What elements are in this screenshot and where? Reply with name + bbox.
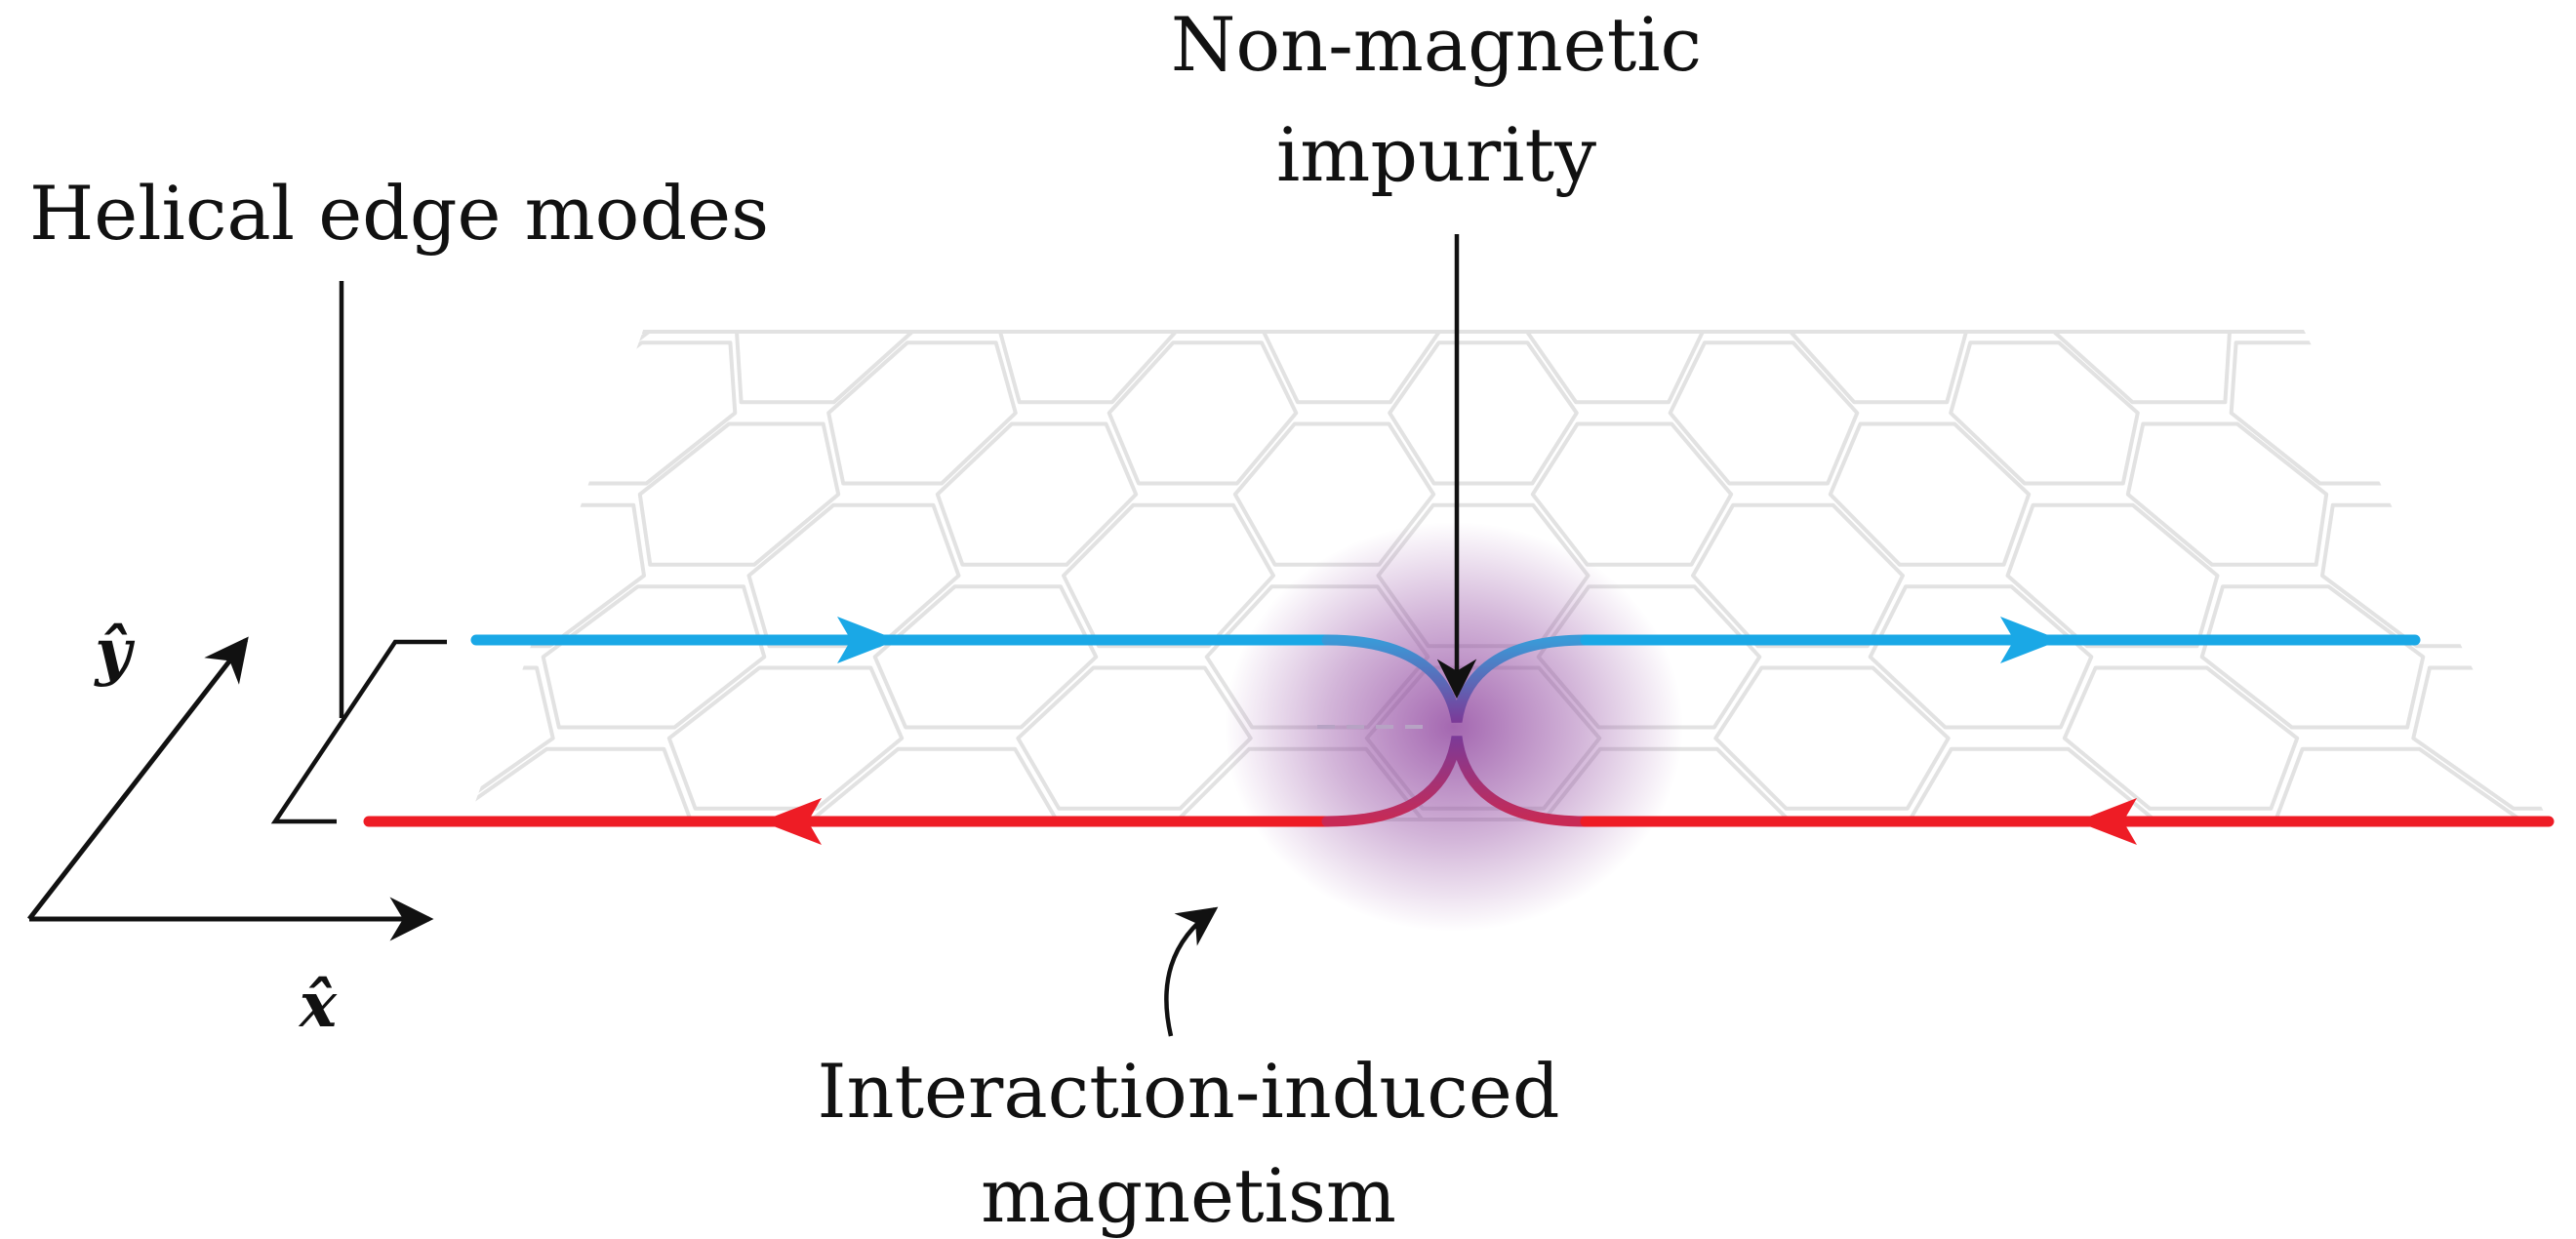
lattice-hexagon xyxy=(545,340,738,486)
lattice-hexagon xyxy=(2229,340,2421,486)
lattice-hexagon xyxy=(2052,330,2232,405)
y-axis-label: ŷ xyxy=(93,616,135,689)
lattice-hexagon xyxy=(1062,502,1275,649)
lattice-hexagon xyxy=(1262,330,1441,405)
impurity-label-line1: Non-magnetic xyxy=(1171,1,1702,88)
lattice-hexagon xyxy=(2062,665,2300,811)
lattice-hexagon xyxy=(468,502,646,649)
lattice-hexagon xyxy=(2500,340,2549,486)
lattice-hexagon xyxy=(468,746,693,821)
bracket-shape xyxy=(270,639,447,824)
helical-edge-modes-label: Helical edge modes xyxy=(29,170,769,257)
lattice-hexagon xyxy=(2125,421,2329,567)
lattice-hexagon xyxy=(2274,746,2522,821)
lower-mode-curve xyxy=(1321,736,1591,827)
arrowhead-left-icon xyxy=(2076,798,2137,845)
coordinate-axes: x̂ ŷ xyxy=(27,616,434,1042)
lattice-hexagon xyxy=(935,421,1139,567)
lattice-hexagon xyxy=(253,342,464,483)
lattice-hexagon xyxy=(826,340,1018,486)
upper-edge-mode xyxy=(470,617,2421,723)
lattice-hexagon xyxy=(110,505,334,646)
lattice-hexagon xyxy=(1016,665,1253,811)
lattice-hexagon xyxy=(2315,330,2506,405)
lattice-hexagon xyxy=(2531,584,2549,730)
lattice-hexagon xyxy=(1668,340,1860,486)
lattice-hexagon xyxy=(1828,421,2032,567)
lattice-hexagon xyxy=(1868,584,2094,730)
lattice-hexagon xyxy=(2411,665,2549,811)
lattice-hexagon xyxy=(1949,340,2140,486)
lattice-hexagon xyxy=(872,584,1099,730)
lattice-hexagon xyxy=(212,586,433,727)
lattice-hexagon xyxy=(1530,421,1734,567)
lattice-hexagon xyxy=(1107,340,1299,486)
magnetism-pointer-arrow xyxy=(1164,906,1219,1037)
lattice-hexagon xyxy=(735,330,914,405)
magnetism-cloud xyxy=(1225,522,1683,932)
lattice-hexagon xyxy=(541,584,767,730)
lattice-hexagon xyxy=(468,330,651,405)
magnetism-label-line2: magnetism xyxy=(981,1152,1396,1239)
lattice-hexagon xyxy=(1713,665,1951,811)
arrowhead-right-icon xyxy=(837,617,898,663)
magnetism-label-line1: Interaction-induced xyxy=(818,1048,1560,1135)
impurity-label-line2: impurity xyxy=(1276,111,1596,198)
lattice-hexagon xyxy=(468,665,555,811)
arrowhead-right-icon xyxy=(2000,617,2061,663)
lattice-hexagon xyxy=(1388,340,1579,486)
lattice-hexagon xyxy=(1691,502,1905,649)
lattice-hexagon xyxy=(2320,502,2534,649)
y-axis-arrow xyxy=(27,636,249,921)
lattice-hexagon xyxy=(637,421,841,567)
arrowhead-left-icon xyxy=(761,798,822,845)
lattice-hexagon xyxy=(2423,421,2549,567)
upper-mode-curve xyxy=(1321,634,1591,723)
lower-edge-mode xyxy=(363,736,2555,845)
lattice-hexagon xyxy=(0,668,204,809)
edge-bracket xyxy=(270,281,447,824)
x-axis-label: x̂ xyxy=(298,969,338,1042)
lattice-hexagon xyxy=(2199,584,2426,730)
lattice-hexagon xyxy=(1525,330,1705,405)
lattice-hexagon xyxy=(666,665,905,811)
lattice-hexagon xyxy=(2005,502,2220,649)
lattice-hexagon xyxy=(468,421,543,567)
